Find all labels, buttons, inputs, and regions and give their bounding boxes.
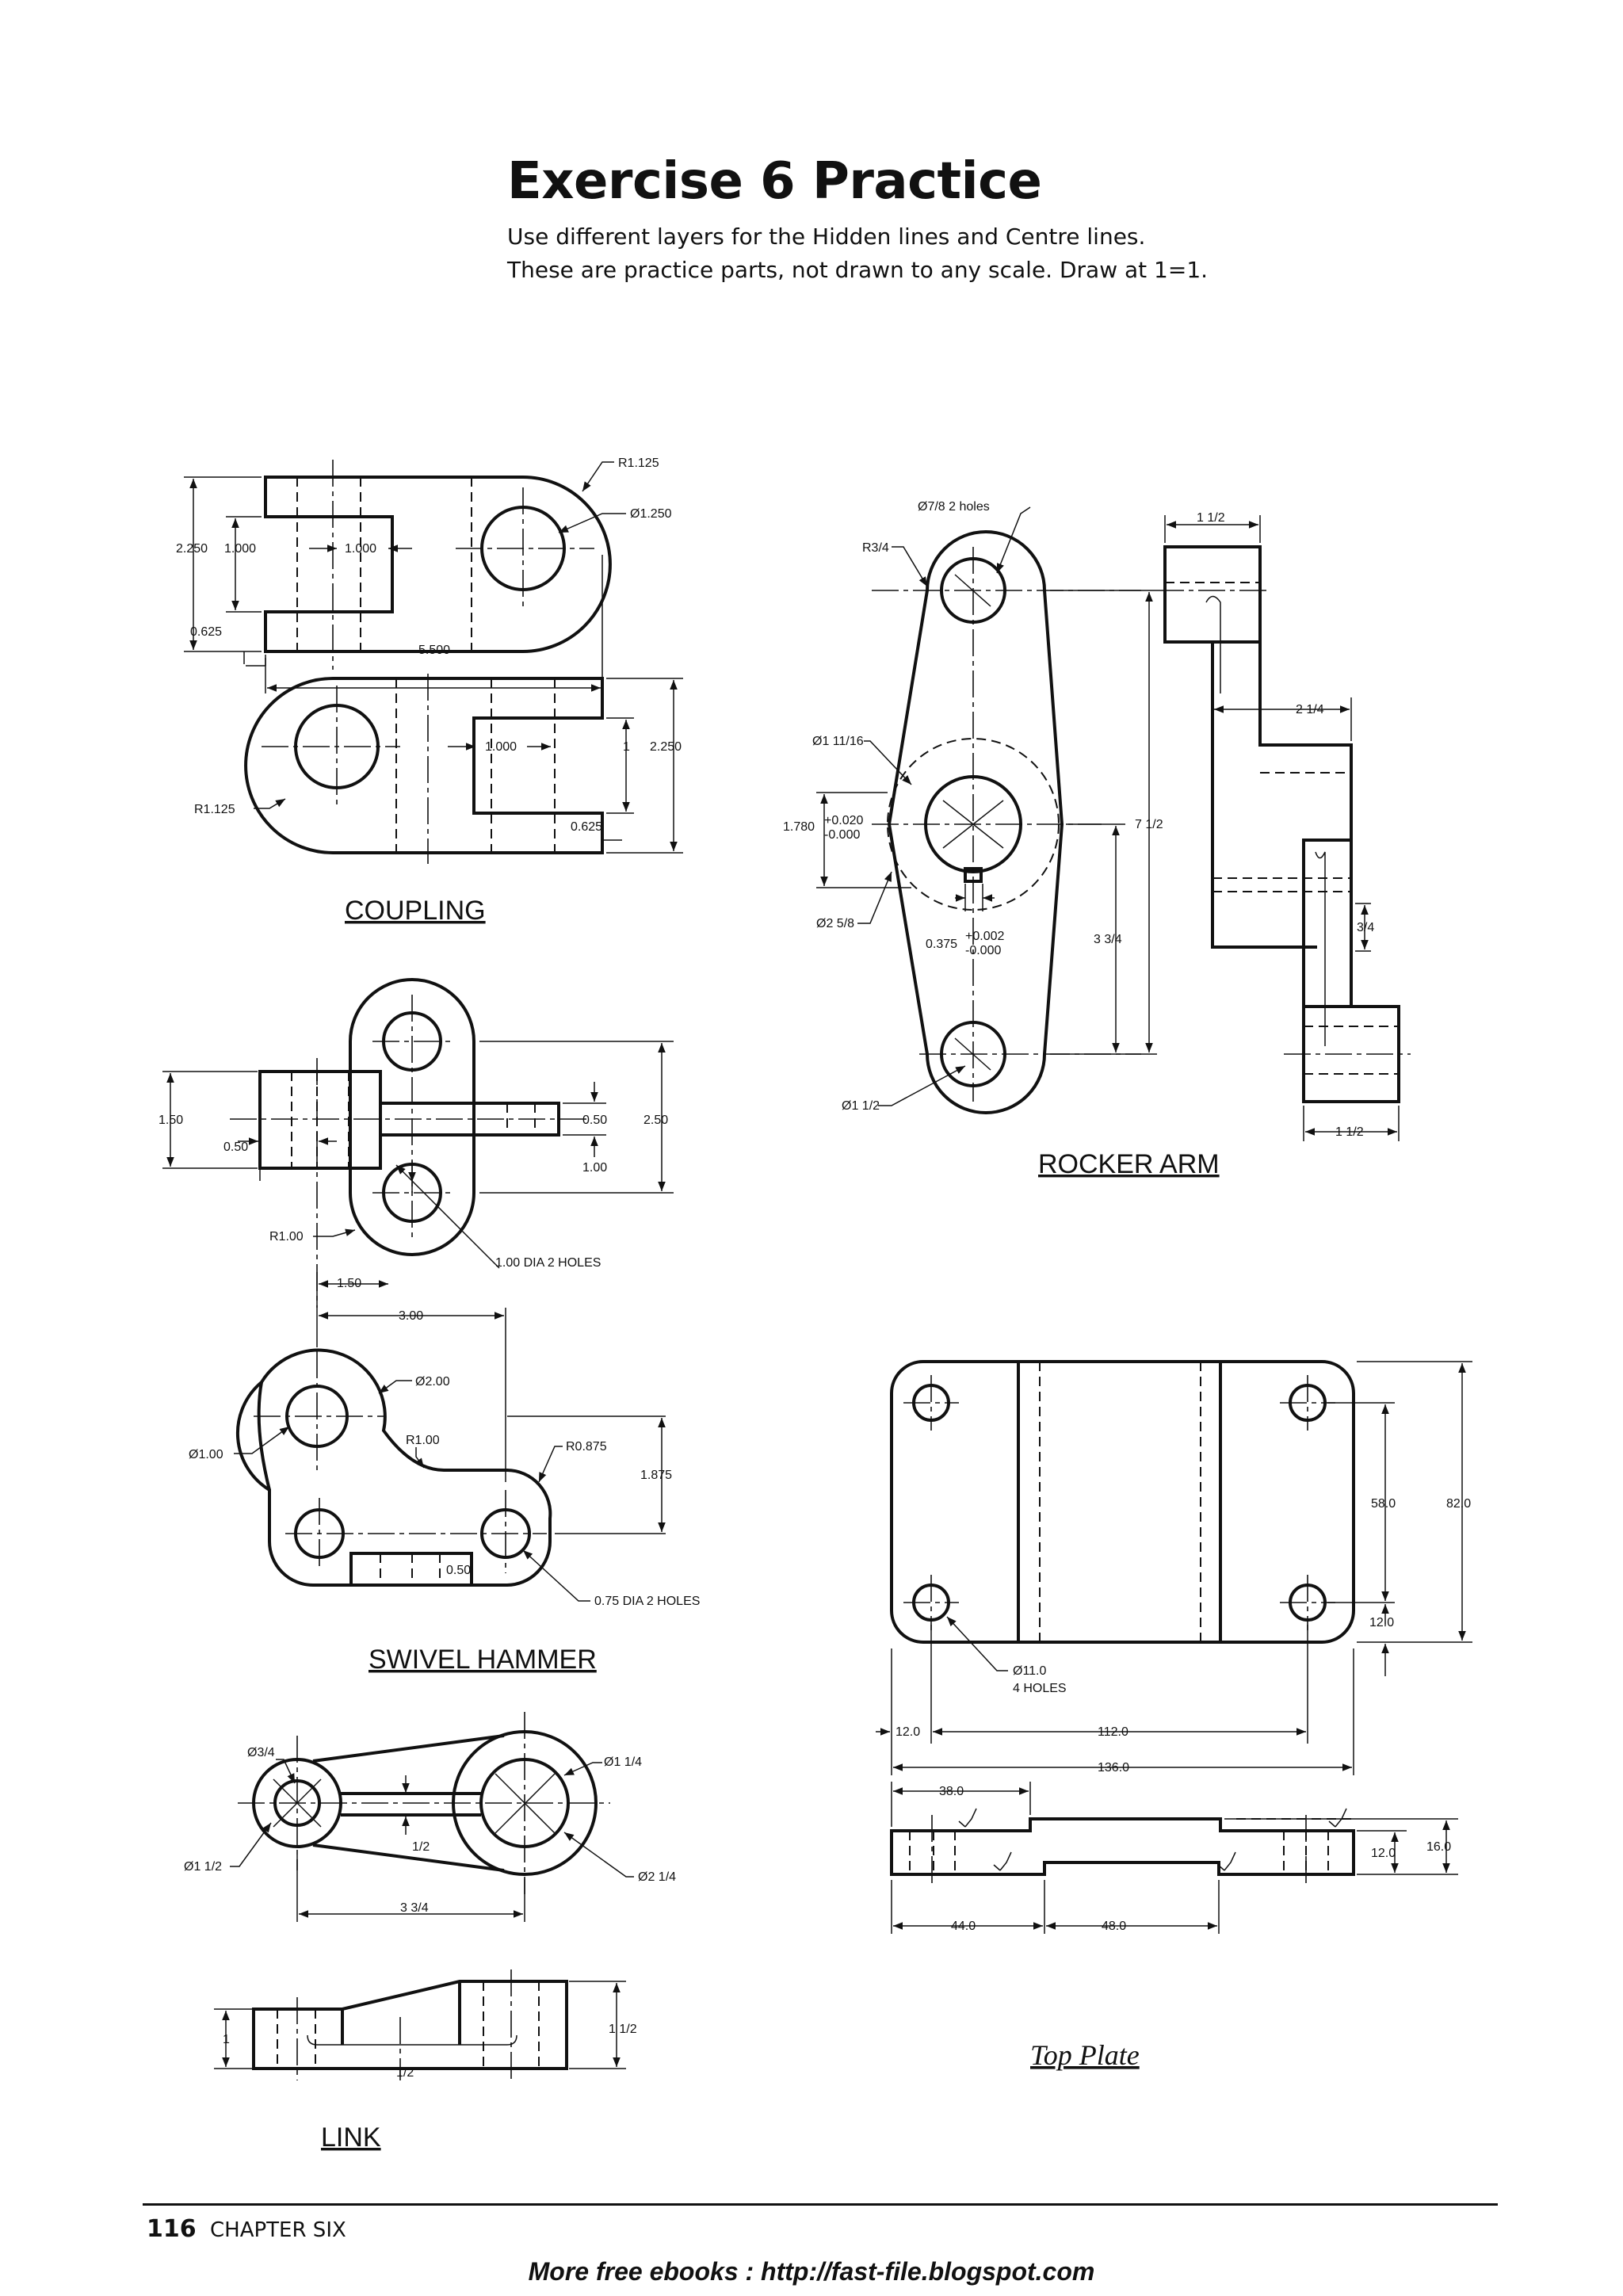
- hammer-dim-r100: R1.00: [406, 1434, 440, 1447]
- rocker-dim-bore-plus: +0.020: [824, 814, 863, 827]
- hammer-dim-150: 1.50: [337, 1277, 361, 1290]
- rocker-arm-drawing: Ø7/8 2 holes R3/4 Ø1 11/16 1.780 +0.020 …: [783, 500, 1411, 1179]
- coupling-dim-wall: 0.625: [190, 625, 222, 639]
- plate-dim-w38: 38.0: [939, 1785, 964, 1798]
- footer-rule: [143, 2203, 1498, 2206]
- rocker-caption: ROCKER ARM: [1038, 1149, 1220, 1179]
- hammer-dim-dia2: Ø2.00: [415, 1375, 450, 1389]
- coupling-dim-h-slot: 1.000: [224, 542, 256, 556]
- rocker-dim-key-plus: +0.002: [965, 930, 1004, 943]
- rocker-dim-d11116: Ø1 11/16: [812, 735, 864, 748]
- link-dim-h1: 1: [223, 2033, 230, 2046]
- plate-dim-holes: Ø11.0: [1013, 1664, 1047, 1678]
- swivel-dim-h-block: 1.50: [158, 1114, 183, 1127]
- rocker-dim-key: 0.375: [926, 938, 957, 951]
- swivel-dim-w-block: 0.50: [223, 1140, 248, 1154]
- rocker-dim-d112: Ø1 1/2: [842, 1099, 880, 1113]
- coupling-dim-r-top: R1.125: [618, 457, 659, 470]
- link-caption: LINK: [321, 2122, 381, 2153]
- swivel-dim-holes: 1.00 DIA 2 HOLES: [495, 1256, 601, 1270]
- link-dim-half: 1/2: [412, 1840, 430, 1854]
- swivel-drawing: 1.50 0.50 0.50 2.50 1.00 R1.00 1.00 DIA …: [158, 978, 674, 1308]
- page-title: Exercise 6 Practice: [507, 152, 1042, 211]
- rocker-dim-d258: Ø2 5/8: [816, 917, 854, 930]
- rocker-dim-bore: 1.780: [783, 820, 815, 834]
- coupling-dim-h-total: 2.250: [176, 542, 208, 556]
- coupling-dim-r-bot: R1.125: [194, 803, 235, 816]
- top-plate-drawing: 58.0 82.0 12.0 Ø11.0 4 HOLES 12.0 112.0 …: [876, 1360, 1472, 2071]
- rocker-dim-web: 3/4: [1357, 921, 1374, 934]
- hammer-caption: SWIVEL HAMMER: [369, 1645, 597, 1675]
- rocker-dim-top-w: 1 1/2: [1197, 511, 1225, 525]
- link-dim-d114: Ø1 1/4: [604, 1755, 642, 1769]
- link-dim-len: 3 3/4: [400, 1901, 429, 1915]
- coupling-dim-wall-b: 0.625: [571, 820, 602, 834]
- page-number: 116: [147, 2215, 197, 2243]
- coupling-dim-length: 5.500: [418, 644, 450, 657]
- plate-dim-w136: 136.0: [1098, 1761, 1129, 1775]
- rocker-dim-r34: R3/4: [862, 541, 889, 555]
- top-plate-caption: Top Plate: [1030, 2039, 1140, 2071]
- link-dim-d214: Ø2 1/4: [638, 1870, 676, 1884]
- coupling-dim-slot-len-b: 1.000: [485, 740, 517, 754]
- plate-dim-h82: 82.0: [1446, 1497, 1471, 1511]
- plate-dim-w44: 44.0: [951, 1920, 976, 1933]
- swivel-dim-shaft: 0.50: [582, 1114, 607, 1127]
- swivel-dim-h-total: 2.50: [643, 1114, 668, 1127]
- coupling-drawing: R1.125 Ø1.250 2.250 1.000 1.000 0.625 5.…: [176, 457, 683, 926]
- link-dim-d34: Ø3/4: [247, 1746, 275, 1759]
- swivel-hammer-drawing: 1.50 3.00 Ø2.00 Ø1.00 R1.00 R0.875 1.875…: [189, 1272, 700, 1675]
- plate-dim-left12: 12.0: [896, 1725, 920, 1739]
- link-dim-h112: 1 1/2: [609, 2023, 637, 2036]
- promo-footer: More free ebooks : http://fast-file.blog…: [528, 2257, 1095, 2286]
- rocker-dim-h334: 3 3/4: [1094, 933, 1122, 946]
- coupling-dim-slot-len: 1.000: [345, 542, 376, 556]
- plate-dim-holes2: 4 HOLES: [1013, 1682, 1067, 1695]
- rocker-dim-bot-w: 1 1/2: [1335, 1125, 1364, 1139]
- hammer-dim-h1875: 1.875: [640, 1469, 672, 1482]
- coupling-caption: COUPLING: [345, 896, 486, 926]
- instruction-line-2: These are practice parts, not drawn to a…: [507, 257, 1209, 283]
- rocker-dim-h712: 7 1/2: [1135, 818, 1163, 831]
- plate-dim-w112: 112.0: [1098, 1725, 1128, 1739]
- link-drawing: Ø3/4 Ø1 1/4 Ø1 1/2 Ø2 1/4 1/2 3 3/4 1 1/…: [184, 1712, 676, 2153]
- chapter-label: CHAPTER SIX: [210, 2218, 346, 2242]
- hammer-dim-slot: 0.50: [446, 1564, 471, 1577]
- hammer-dim-dia1: Ø1.00: [189, 1448, 223, 1461]
- link-dim-d112: Ø1 1/2: [184, 1860, 222, 1874]
- plate-dim-t12: 12.0: [1371, 1847, 1396, 1860]
- instruction-line-1: Use different layers for the Hidden line…: [507, 223, 1146, 250]
- plate-dim-t16: 16.0: [1426, 1840, 1451, 1854]
- coupling-dim-h-slot-b: 1: [623, 740, 630, 754]
- rocker-dim-holes: Ø7/8 2 holes: [918, 500, 990, 514]
- rocker-dim-mid-w: 2 1/4: [1296, 703, 1324, 716]
- plate-dim-edge12: 12.0: [1369, 1616, 1394, 1629]
- plate-dim-w48: 48.0: [1102, 1920, 1126, 1933]
- swivel-dim-offset: 1.00: [582, 1161, 607, 1175]
- hammer-dim-r0875: R0.875: [566, 1440, 607, 1454]
- link-dim-half-b: 1/2: [396, 2066, 414, 2080]
- rocker-dim-bore-minus: -0.000: [824, 828, 860, 842]
- hammer-dim-300: 3.00: [399, 1309, 423, 1323]
- hammer-dim-holes: 0.75 DIA 2 HOLES: [594, 1595, 700, 1608]
- rocker-dim-key-minus: -0.000: [965, 944, 1001, 957]
- swivel-dim-radius: R1.00: [269, 1230, 304, 1244]
- coupling-dim-h-total-b: 2.250: [650, 740, 682, 754]
- plate-dim-h58: 58.0: [1371, 1497, 1396, 1511]
- coupling-dim-dia-top: Ø1.250: [630, 507, 672, 521]
